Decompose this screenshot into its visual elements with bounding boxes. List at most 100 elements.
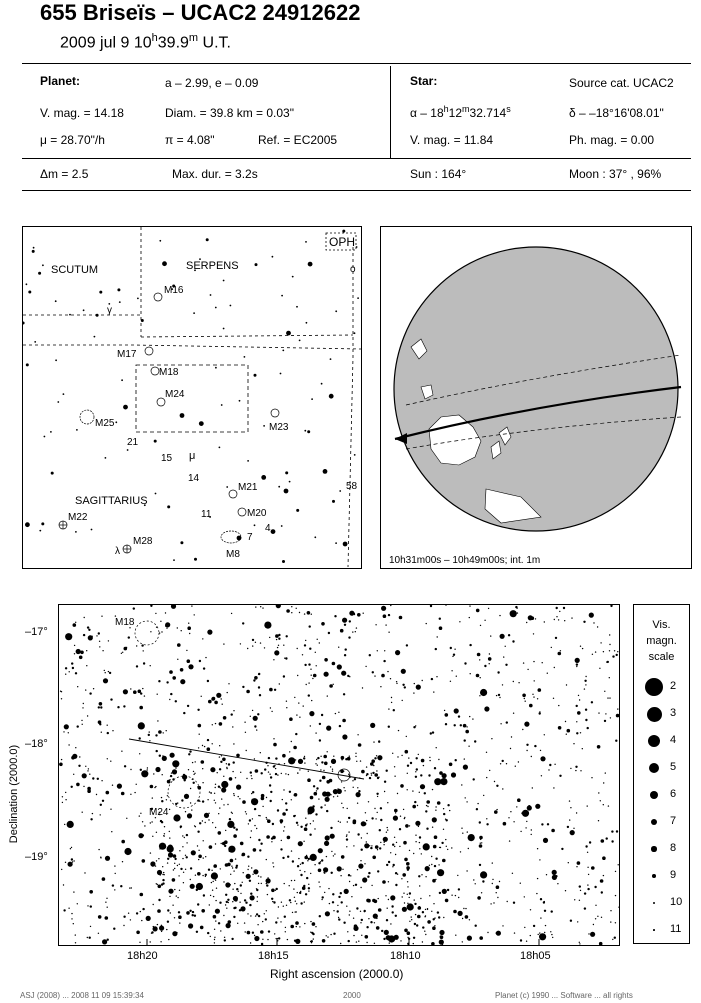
field-star: [293, 939, 297, 942]
starfield-ylabel: Declination (2000.0): [8, 744, 20, 844]
field-star: [513, 932, 516, 934]
field-star: [293, 896, 296, 898]
field-star: [585, 684, 587, 686]
field-star: [479, 677, 481, 679]
field-star: [542, 837, 549, 843]
field-star: [464, 915, 469, 919]
field-star: [588, 841, 592, 844]
field-star: [73, 891, 75, 893]
magnitude-dot: [648, 735, 660, 747]
field-star: [265, 796, 268, 799]
field-star: [449, 646, 452, 650]
field-star: [451, 847, 453, 849]
field-star: [615, 830, 619, 833]
field-star: [258, 672, 261, 676]
field-star: [352, 786, 354, 788]
field-star: [474, 883, 476, 885]
field-star: [136, 645, 138, 647]
field-star: [208, 791, 211, 793]
field-star: [399, 845, 401, 848]
field-star: [502, 821, 507, 826]
label-m21: M21: [238, 482, 258, 493]
field-star: [193, 914, 197, 917]
field-star: [499, 696, 501, 699]
finder-star: [140, 319, 144, 322]
field-star: [90, 818, 93, 821]
field-star: [155, 785, 157, 788]
field-star: [67, 732, 69, 734]
target-star-marker: [337, 768, 351, 782]
field-star: [242, 685, 245, 689]
field-star: [207, 931, 210, 935]
field-star: [403, 892, 405, 894]
field-star: [208, 819, 210, 821]
field-star: [474, 740, 477, 743]
finder-star: [335, 310, 338, 313]
field-star: [266, 884, 269, 887]
field-star: [68, 907, 70, 909]
field-star: [387, 670, 389, 673]
field-star: [342, 868, 344, 870]
field-star: [320, 806, 323, 809]
field-star: [559, 610, 561, 613]
field-star: [490, 903, 492, 905]
field-star: [197, 903, 200, 906]
label-m24: M24: [165, 389, 185, 400]
field-star: [611, 840, 614, 843]
field-star: [442, 858, 446, 863]
field-star: [304, 762, 306, 764]
field-star: [263, 913, 265, 915]
field-star: [233, 915, 236, 919]
field-star: [193, 825, 196, 827]
field-star: [275, 638, 278, 641]
field-star: [383, 780, 387, 783]
field-star: [83, 785, 85, 788]
field-star: [280, 901, 283, 903]
field-star: [219, 745, 221, 747]
field-star: [223, 914, 225, 917]
field-star: [445, 604, 447, 606]
field-star: [566, 825, 570, 829]
field-star: [569, 919, 573, 922]
planet-diameter: Diam. = 39.8 km = 0.03": [165, 106, 294, 120]
field-star: [220, 760, 223, 763]
field-star: [239, 798, 241, 800]
field-star: [462, 723, 467, 728]
field-star: [189, 802, 192, 804]
finder-star: [261, 475, 267, 480]
field-star: [313, 791, 318, 796]
field-star: [102, 939, 108, 945]
field-star: [285, 904, 288, 906]
field-star: [336, 866, 342, 872]
field-star: [372, 771, 375, 775]
field-star: [524, 721, 530, 727]
field-star: [206, 679, 210, 683]
field-star: [539, 933, 547, 941]
field-star: [338, 646, 340, 648]
field-star: [353, 924, 358, 928]
field-star: [390, 923, 392, 925]
field-star: [146, 767, 149, 769]
field-star: [346, 834, 348, 836]
finder-star: [76, 429, 78, 431]
field-star: [284, 657, 286, 659]
field-star: [295, 925, 297, 928]
field-star: [247, 855, 250, 858]
field-star: [133, 690, 137, 694]
field-star: [463, 739, 466, 742]
field-star: [375, 818, 377, 820]
field-star: [457, 715, 461, 718]
field-star: [143, 695, 146, 697]
field-star: [482, 880, 485, 883]
field-star: [378, 829, 381, 832]
field-star: [427, 920, 431, 924]
field-star: [450, 772, 457, 778]
field-star: [406, 868, 410, 871]
field-star: [121, 839, 125, 844]
field-star: [605, 837, 608, 840]
field-star: [503, 656, 505, 658]
field-star: [445, 838, 447, 841]
field-star: [305, 817, 307, 819]
field-star: [496, 808, 498, 811]
field-star: [195, 888, 198, 892]
